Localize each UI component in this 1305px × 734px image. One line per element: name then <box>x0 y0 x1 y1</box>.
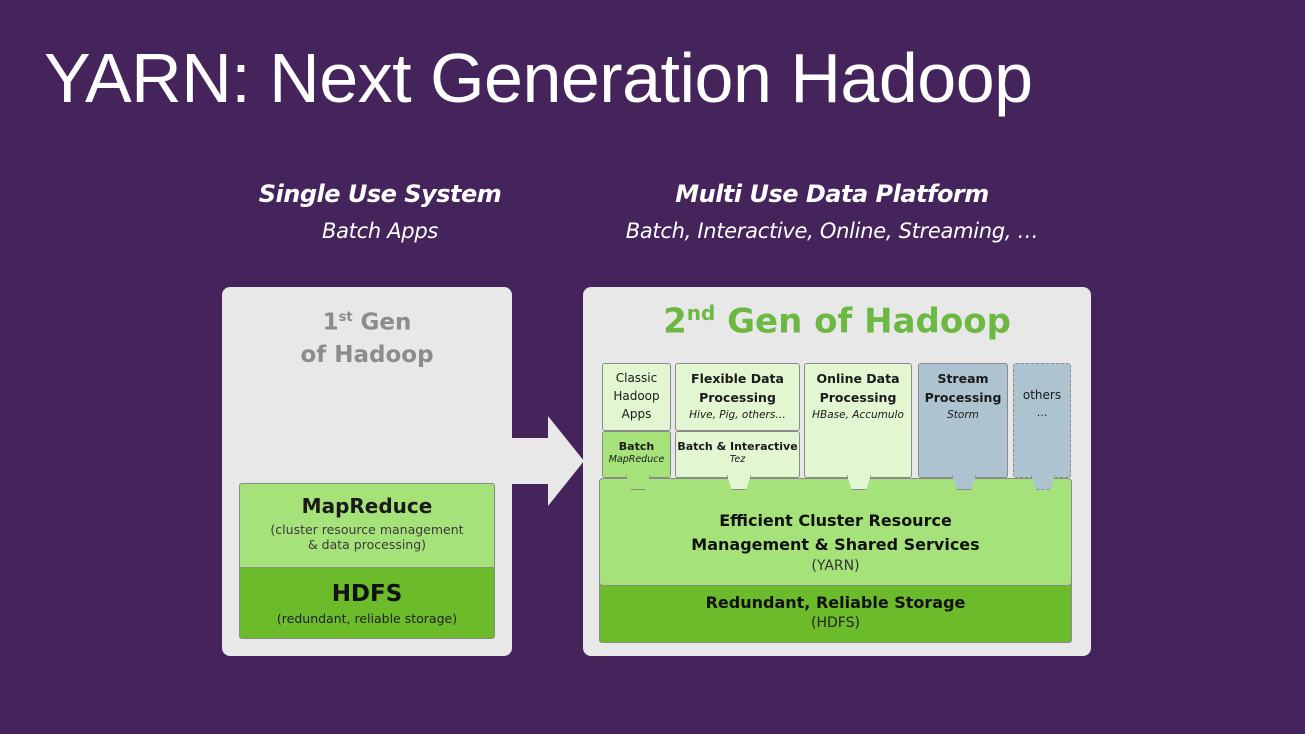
engine-batch-interactive: Batch & Interactive Tez <box>675 431 800 490</box>
app-stream-line2: Processing <box>924 390 1002 405</box>
app-online-data: Online Data Processing HBase, Accumulo <box>804 363 912 490</box>
single-use-subheading: Batch Apps <box>321 219 438 243</box>
gen1-title: 1st Gen of Hadoop <box>300 309 434 368</box>
multi-use-heading: Multi Use Data Platform <box>675 180 989 208</box>
yarn-line3: (YARN) <box>811 558 860 574</box>
app-others-line1: others <box>1022 388 1062 402</box>
app-online-sub: HBase, Accumulo <box>812 409 904 421</box>
hdfs-box: HDFS (redundant, reliable storage) <box>239 567 495 639</box>
app-others-sub: … <box>1036 407 1048 419</box>
app-flexible-data: Flexible Data Processing Hive, Pig, othe… <box>675 363 800 431</box>
arrow-right-icon <box>510 416 584 506</box>
engine-batch-sub: MapReduce <box>608 454 665 465</box>
app-classic-line3: Apps <box>621 407 652 421</box>
app-stream-processing: Stream Processing Storm <box>918 363 1008 490</box>
yarn-line2: Management & Shared Services <box>691 535 980 554</box>
engine-batch-label: Batch <box>618 440 655 453</box>
multi-use-subheading: Batch, Interactive, Online, Streaming, … <box>625 219 1039 243</box>
app-stream-sub: Storm <box>947 409 979 421</box>
mapreduce-desc-line2: & data processing) <box>307 537 427 552</box>
app-classic-line2: Hadoop <box>613 389 660 403</box>
slide-title: YARN: Next Generation Hadoop <box>44 39 1033 117</box>
app-flexible-sub: Hive, Pig, others… <box>689 409 786 421</box>
app-flexible-line1: Flexible Data <box>691 371 784 386</box>
engine-tez-label: Batch & Interactive <box>677 440 798 453</box>
mapreduce-title: MapReduce <box>301 494 433 518</box>
app-flexible-line2: Processing <box>699 390 776 405</box>
mapreduce-desc-line1: (cluster resource management <box>270 522 464 537</box>
gen2-title: 2nd Gen of Hadoop <box>663 301 1011 342</box>
engine-tez-sub: Tez <box>729 454 746 465</box>
yarn-line1: Efficient Cluster Resource <box>719 511 952 530</box>
single-use-heading: Single Use System <box>258 180 502 208</box>
storage-line1: Redundant, Reliable Storage <box>705 593 966 612</box>
app-classic-hadoop: Classic Hadoop Apps <box>602 363 671 431</box>
storage-line2: (HDFS) <box>811 615 860 631</box>
mapreduce-box: MapReduce (cluster resource management &… <box>239 483 495 569</box>
yarn-box: Efficient Cluster Resource Management & … <box>599 478 1072 586</box>
app-stream-line1: Stream <box>937 371 989 386</box>
hdfs-desc: (redundant, reliable storage) <box>276 611 458 626</box>
engine-batch: Batch MapReduce <box>602 431 671 490</box>
app-others: others … <box>1013 363 1071 490</box>
app-online-line2: Processing <box>819 390 897 405</box>
hdfs-title: HDFS <box>331 581 403 607</box>
storage-box: Redundant, Reliable Storage (HDFS) <box>599 578 1072 643</box>
app-classic-line1: Classic <box>615 371 658 385</box>
app-online-line1: Online Data <box>816 371 900 386</box>
